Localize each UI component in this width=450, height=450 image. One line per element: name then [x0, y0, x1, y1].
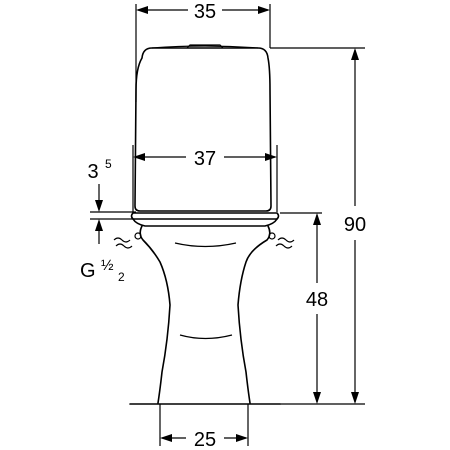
left-port-icon [134, 232, 142, 240]
dimension-bowl-width: 37 [132, 145, 278, 212]
toilet-outline [113, 44, 295, 405]
seat-offset-superscript: 5 [105, 157, 112, 171]
left-water-supply-wavy-icon [113, 237, 133, 249]
cistern-lid-button [186, 44, 224, 49]
bowl-width-label: 37 [194, 148, 216, 170]
total-height-label: 90 [344, 214, 366, 236]
bowl-inner-curve [174, 242, 237, 248]
dimension-rim-height: 48 [280, 212, 328, 404]
dimension-total-height: 90 [270, 47, 366, 405]
cistern-outline [134, 47, 272, 212]
base-width-label: 25 [194, 429, 216, 450]
dimension-seat-offset: 3 5 [87, 157, 136, 244]
thread-letter: G [80, 260, 96, 282]
bowl-outline-right [237, 225, 271, 404]
dimension-tank-width: 35 [135, 1, 271, 102]
thread-fraction-sub: 2 [118, 270, 125, 284]
seat-lower-line [132, 218, 278, 227]
connection-thread-label: G ½ 2 [80, 257, 125, 284]
bowl-front-line [179, 334, 233, 340]
seat-offset-label: 3 [87, 161, 98, 183]
bowl-outline [139, 225, 171, 404]
cistern-lid-line [151, 45, 259, 49]
tank-width-label: 35 [194, 1, 216, 23]
dimension-base-width: 25 [159, 404, 249, 450]
thread-fraction: ½ [101, 257, 114, 274]
seat-outline [130, 212, 280, 220]
right-port-icon [268, 232, 276, 240]
right-water-supply-wavy-icon [275, 237, 295, 249]
rim-height-label: 48 [306, 289, 328, 311]
